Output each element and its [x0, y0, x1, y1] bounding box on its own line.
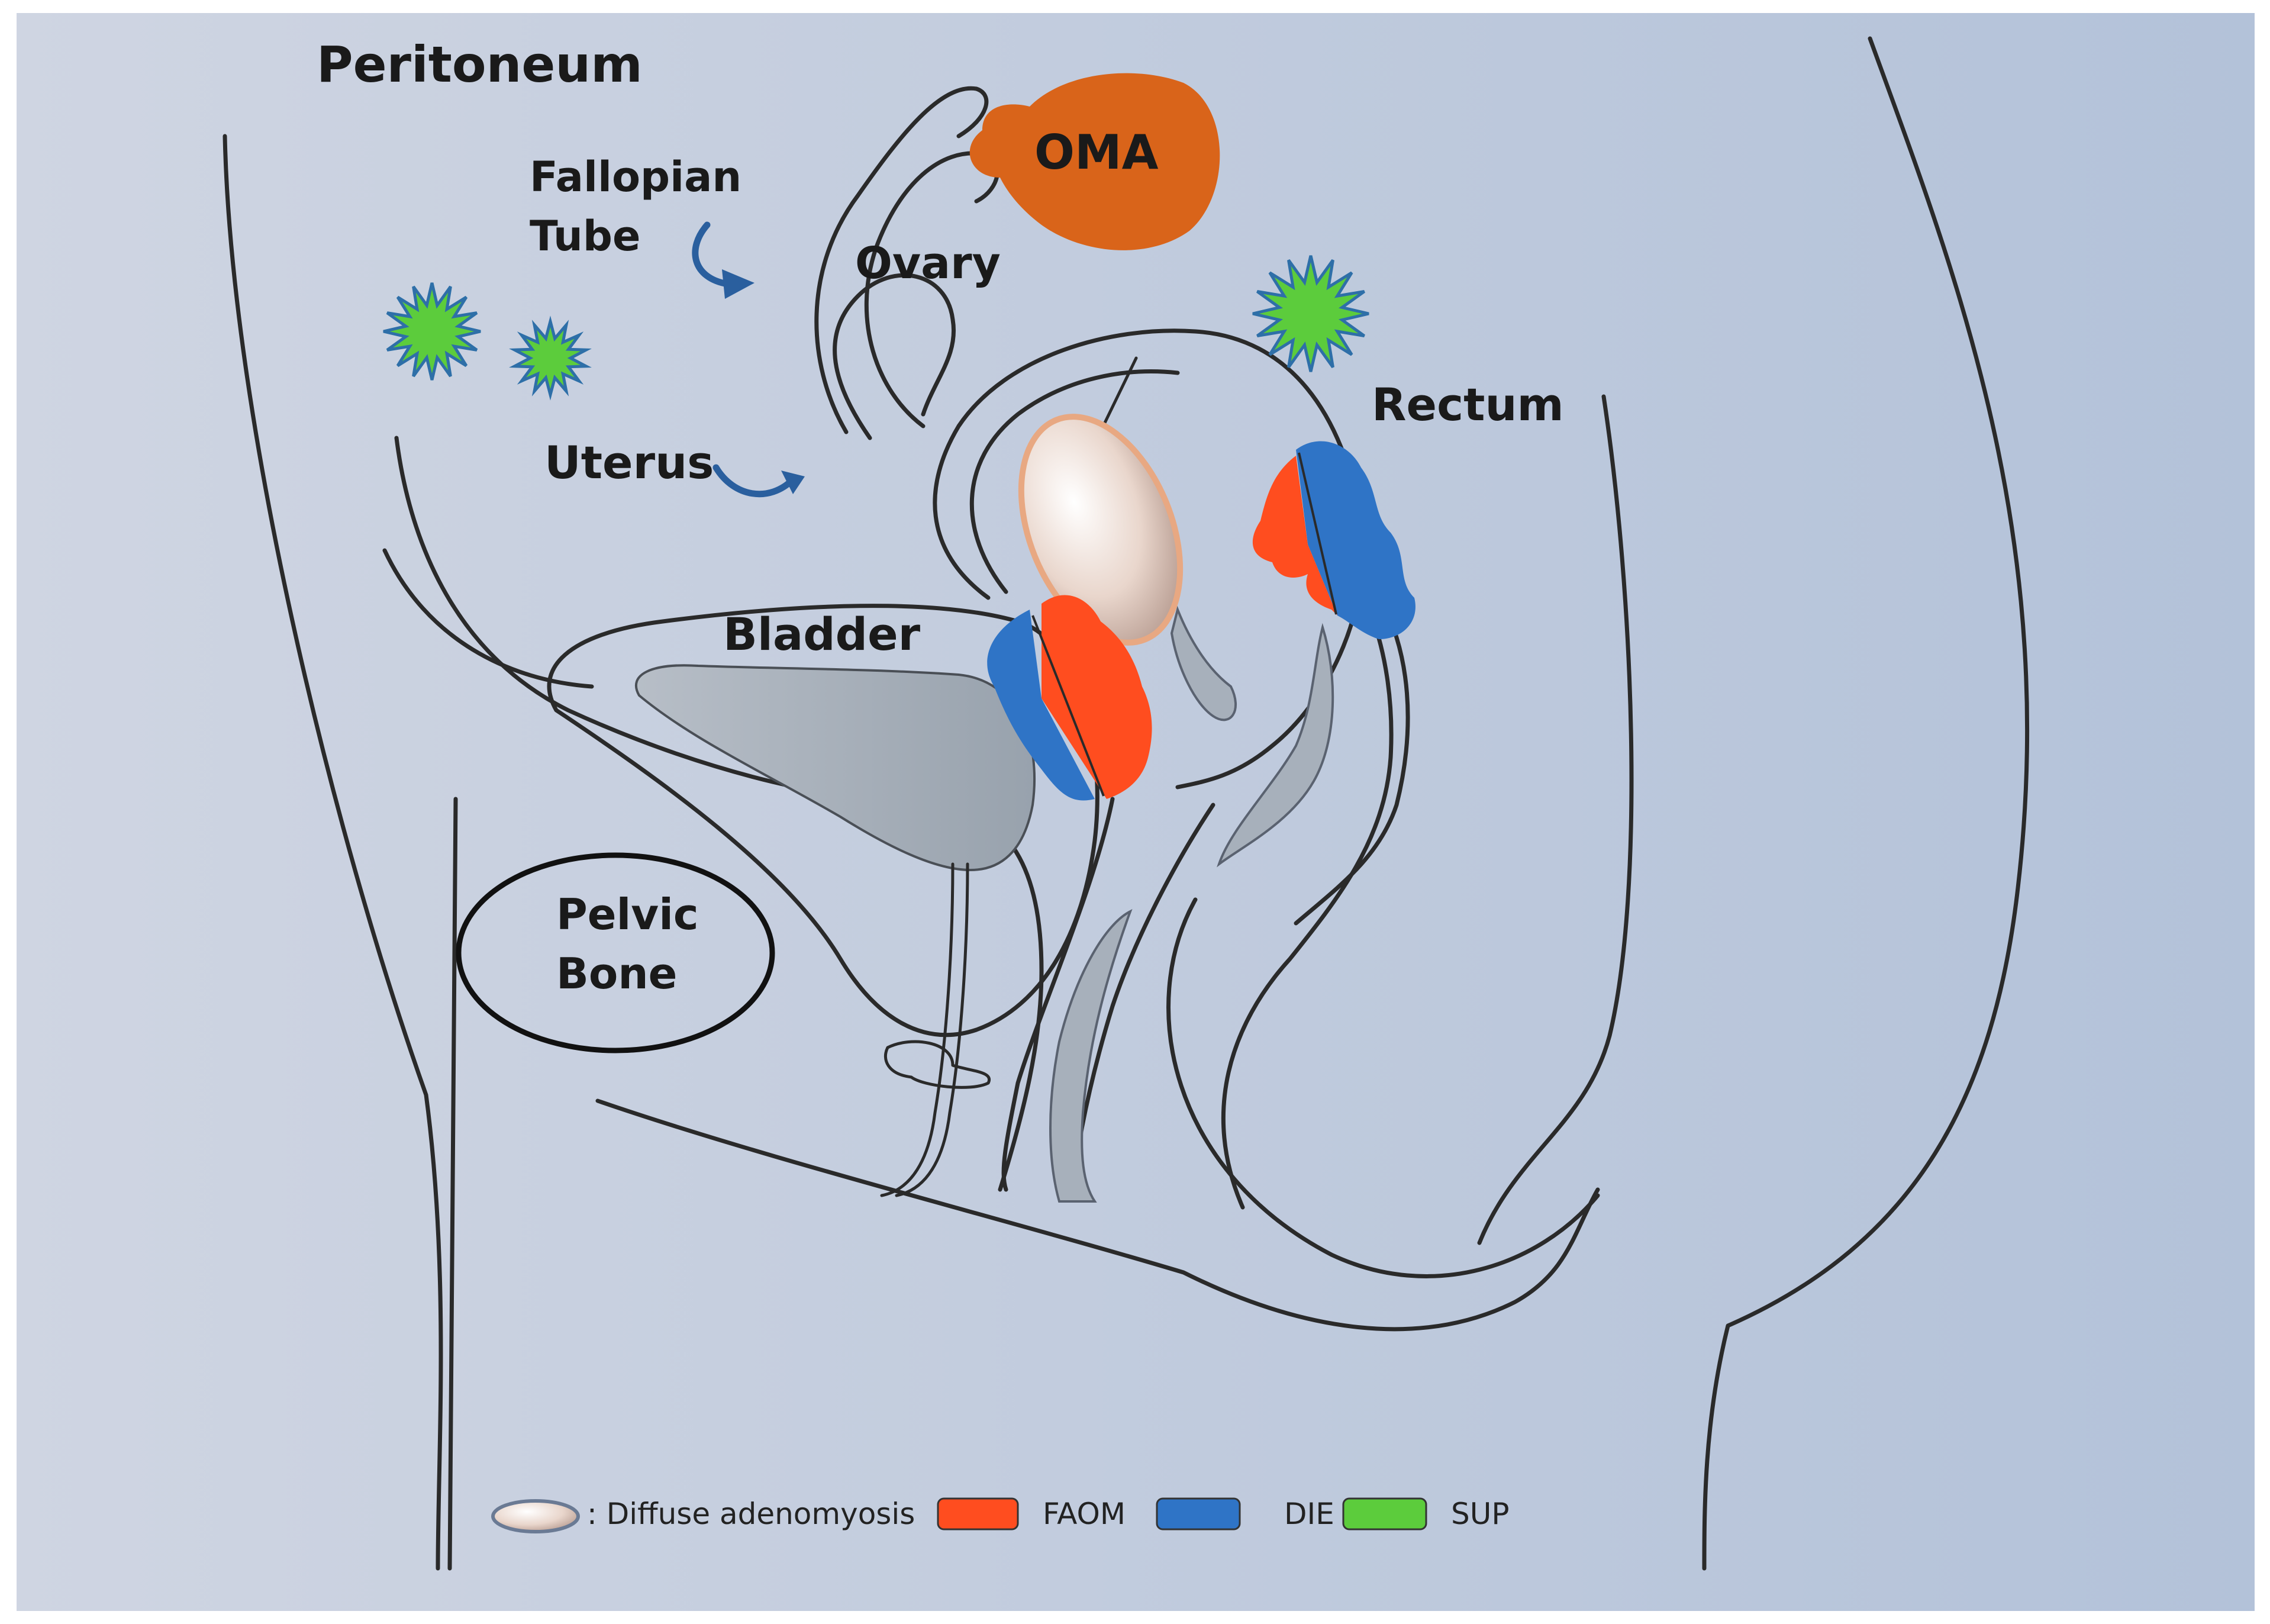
oma-lesion	[969, 73, 1220, 250]
clitoris-shape	[884, 1040, 991, 1089]
label-peritoneum: Peritoneum	[317, 36, 643, 94]
rectum-die-band	[1296, 441, 1415, 639]
legend-die-swatch	[1156, 1497, 1241, 1530]
label-pelvic-line2: Bone	[556, 949, 677, 998]
label-ovary: Ovary	[855, 238, 1001, 289]
uterus-body	[933, 328, 1365, 790]
rectum-lumen	[1217, 623, 1334, 868]
body-front-contour	[223, 134, 443, 1571]
pelvic-bone-outline	[456, 852, 775, 1053]
perineum-contour	[595, 1098, 1600, 1332]
legend-faom-label: FAOM	[1043, 1497, 1126, 1531]
fallopian-tube-arrow-icon	[692, 221, 731, 288]
bladder-outer-wall	[547, 604, 1099, 1037]
legend-sup-swatch	[1342, 1497, 1427, 1530]
sup-lesion-left-2	[509, 315, 592, 401]
buttock-contour	[1166, 897, 1600, 1278]
rectum-die-faom-lesion	[1252, 441, 1415, 639]
label-fallopian-line1: Fallopian	[530, 153, 741, 201]
uterus-arrowhead-icon	[781, 471, 805, 494]
fallopian-tube-inner	[814, 86, 989, 434]
label-oma: OMA	[1034, 125, 1159, 180]
thigh-contour	[447, 797, 458, 1571]
sup-lesion-left-1	[383, 282, 481, 381]
uterus-inner	[969, 369, 1180, 594]
sacrum-contour	[1477, 394, 1634, 1245]
uterus-arrow-icon	[712, 464, 797, 498]
legend-die-label: DIE	[1284, 1497, 1334, 1531]
cervical-canal	[1170, 605, 1237, 721]
bladder-die-band	[987, 610, 1095, 801]
rectum-lesion-divider	[1298, 452, 1337, 615]
bladder-die-faom-lesion	[987, 595, 1152, 801]
background-panel	[17, 13, 2255, 1611]
bladder-lumen	[634, 664, 1036, 872]
bladder-lesion-divider	[1031, 615, 1105, 797]
label-fallopian-line2: Tube	[530, 212, 640, 260]
vagina-lumen	[1049, 908, 1133, 1203]
label-rectum: Rectum	[1372, 378, 1564, 431]
back-contour	[1702, 36, 2030, 1571]
fallopian-tube-arrowhead-icon	[722, 269, 754, 299]
legend-adenomyosis-label: : Diffuse adenomyosis	[587, 1497, 915, 1531]
peritoneal-lining-inner	[382, 548, 594, 689]
legend-sup-label: SUP	[1451, 1497, 1510, 1531]
vagina-wall-front	[1001, 797, 1115, 1192]
legend-adenomyosis-swatch	[491, 1499, 580, 1533]
diffuse-adenomyosis-lesion	[1018, 414, 1184, 646]
rectum-faom-band	[1252, 456, 1337, 616]
label-bladder: Bladder	[723, 608, 921, 660]
label-pelvic-line1: Pelvic	[556, 890, 699, 939]
ovary-outline	[833, 273, 956, 440]
label-uterus: Uterus	[544, 436, 714, 489]
legend: : Diffuse adenomyosis FAOM DIE SUP	[491, 1497, 1510, 1533]
legend-faom-swatch	[937, 1497, 1019, 1530]
rectum-wall-inner	[1294, 584, 1410, 926]
bladder-faom-band	[1042, 595, 1152, 799]
sup-lesion-right	[1252, 255, 1369, 372]
